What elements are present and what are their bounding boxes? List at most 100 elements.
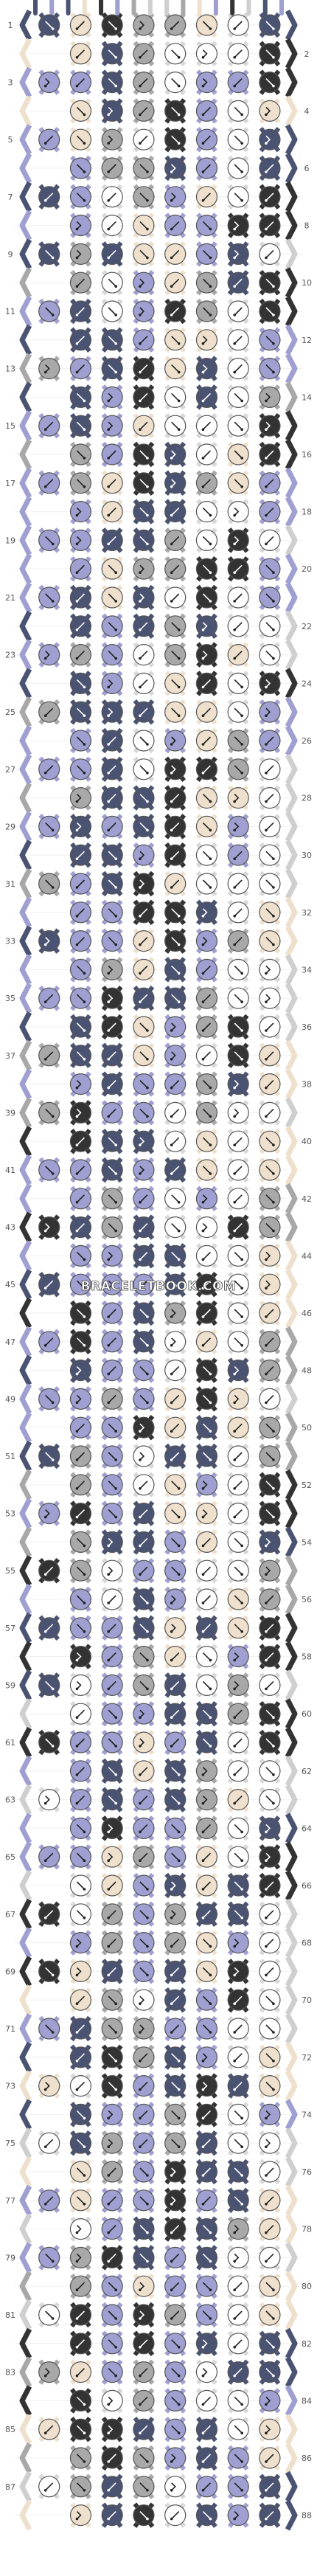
arrow-head-icon bbox=[139, 285, 142, 288]
left-edge-strand bbox=[19, 2356, 32, 2388]
knot-arrow-icon bbox=[76, 2339, 86, 2348]
arrow-head-icon bbox=[272, 2288, 275, 2291]
arrow-head-icon bbox=[272, 2002, 275, 2005]
left-edge-strand bbox=[19, 467, 32, 499]
row-number: 40 bbox=[302, 1137, 312, 1146]
knot-arrow-icon bbox=[45, 2024, 54, 2033]
arrow-head-icon bbox=[209, 256, 212, 260]
right-edge-strand bbox=[285, 925, 298, 957]
arrow-head-icon bbox=[177, 972, 181, 975]
arrow-head-icon bbox=[201, 142, 205, 145]
arrow-head-icon bbox=[146, 1973, 149, 1977]
arrow-head-icon bbox=[272, 1716, 275, 1719]
left-edge-strand bbox=[19, 610, 32, 642]
arrow-head-icon bbox=[107, 1544, 110, 1548]
arrow-head-icon bbox=[51, 1687, 55, 1691]
arrow-head-icon bbox=[75, 1115, 79, 1118]
knot-arrow-icon bbox=[234, 965, 243, 974]
arrow-head-icon bbox=[201, 2489, 205, 2492]
knot-arrow-icon bbox=[234, 1767, 243, 1776]
knot-arrow-icon bbox=[265, 2167, 274, 2176]
knot-arrow-icon bbox=[265, 1022, 274, 1031]
knot-arrow-icon bbox=[171, 2167, 176, 2176]
right-edge-strand bbox=[285, 983, 298, 1014]
arrow-head-icon bbox=[233, 1801, 236, 1805]
knot-arrow-icon bbox=[171, 249, 180, 258]
knot-arrow-icon bbox=[234, 508, 240, 516]
arrow-head-icon bbox=[75, 886, 79, 889]
knot-arrow-icon bbox=[265, 508, 274, 516]
arrow-head-icon bbox=[83, 1287, 86, 1289]
row-number: 72 bbox=[302, 2053, 312, 2063]
arrow-head-icon bbox=[139, 2403, 142, 2406]
arrow-head-icon bbox=[170, 542, 173, 546]
left-edge-strand bbox=[19, 496, 32, 527]
arrow-head-icon bbox=[114, 2060, 117, 2063]
left-edge-strand bbox=[19, 811, 32, 842]
knot-arrow-icon bbox=[139, 2167, 148, 2176]
arrow-head-icon bbox=[75, 1745, 79, 1748]
knot-arrow-icon bbox=[76, 2282, 86, 2291]
arrow-head-icon bbox=[272, 2317, 275, 2320]
knot-arrow-icon bbox=[108, 1509, 116, 1518]
left-edge-strand bbox=[19, 524, 32, 556]
knot-arrow-icon bbox=[234, 21, 243, 30]
knot-arrow-icon bbox=[234, 1452, 243, 1461]
left-edge-strand bbox=[19, 1469, 32, 1500]
row-number: 52 bbox=[302, 1481, 312, 1490]
arrow-head-icon bbox=[170, 828, 173, 832]
arrow-head-icon bbox=[75, 1401, 79, 1405]
arrow-head-icon bbox=[114, 1430, 117, 1433]
right-edge-strand bbox=[285, 1269, 298, 1301]
knot-arrow-icon bbox=[265, 908, 274, 917]
knot-arrow-icon bbox=[76, 1251, 86, 1260]
knot-arrow-icon bbox=[45, 1280, 54, 1289]
knot-arrow-icon bbox=[171, 2196, 176, 2205]
arrow-head-icon bbox=[83, 2203, 86, 2206]
arrow-head-icon bbox=[265, 2203, 268, 2206]
left-edge-strand bbox=[19, 1412, 32, 1444]
knot-arrow-icon bbox=[202, 1595, 212, 1604]
left-edge-strand bbox=[19, 581, 32, 614]
arrow-head-icon bbox=[107, 1888, 110, 1891]
arrow-head-icon bbox=[233, 2374, 236, 2378]
knot-arrow-icon bbox=[76, 1566, 86, 1575]
knot-arrow-icon bbox=[108, 1939, 116, 1947]
arrow-head-icon bbox=[43, 1801, 47, 1805]
row-number: 8 bbox=[304, 221, 310, 231]
arrow-head-icon bbox=[75, 828, 79, 832]
knot-arrow-icon bbox=[202, 421, 212, 430]
knot-arrow-icon bbox=[171, 78, 180, 87]
arrow-head-icon bbox=[146, 772, 149, 775]
knot-arrow-icon bbox=[108, 2253, 116, 2262]
arrow-head-icon bbox=[265, 2431, 268, 2434]
knot-arrow-icon bbox=[234, 106, 243, 115]
arrow-head-icon bbox=[240, 457, 243, 460]
knot-arrow-icon bbox=[234, 1824, 243, 1832]
arrow-head-icon bbox=[75, 571, 79, 574]
arrow-head-icon bbox=[75, 1716, 79, 1719]
arrow-head-icon bbox=[51, 27, 55, 30]
knot-arrow-icon bbox=[45, 937, 50, 946]
knot-arrow-icon bbox=[45, 2082, 50, 2091]
knot-arrow-icon bbox=[265, 965, 271, 974]
left-edge-strand bbox=[19, 1269, 32, 1301]
arrow-head-icon bbox=[107, 170, 110, 173]
knot-arrow-icon bbox=[108, 164, 116, 173]
knot-arrow-icon bbox=[108, 2396, 114, 2405]
arrow-head-icon bbox=[209, 857, 212, 860]
arrow-head-icon bbox=[107, 1973, 110, 1977]
knot-arrow-icon bbox=[202, 1881, 212, 1890]
left-edge-strand bbox=[19, 1669, 32, 1701]
arrow-head-icon bbox=[177, 714, 181, 717]
knot-arrow-icon bbox=[171, 1939, 180, 1947]
knot-arrow-icon bbox=[234, 822, 240, 831]
knot-arrow-icon bbox=[171, 1022, 176, 1031]
arrow-head-icon bbox=[201, 1201, 205, 1204]
arrow-head-icon bbox=[265, 1258, 268, 1261]
right-edge-strand bbox=[285, 610, 298, 642]
arrow-head-icon bbox=[170, 199, 173, 202]
arrow-head-icon bbox=[83, 1000, 86, 1003]
arrow-head-icon bbox=[170, 314, 173, 316]
